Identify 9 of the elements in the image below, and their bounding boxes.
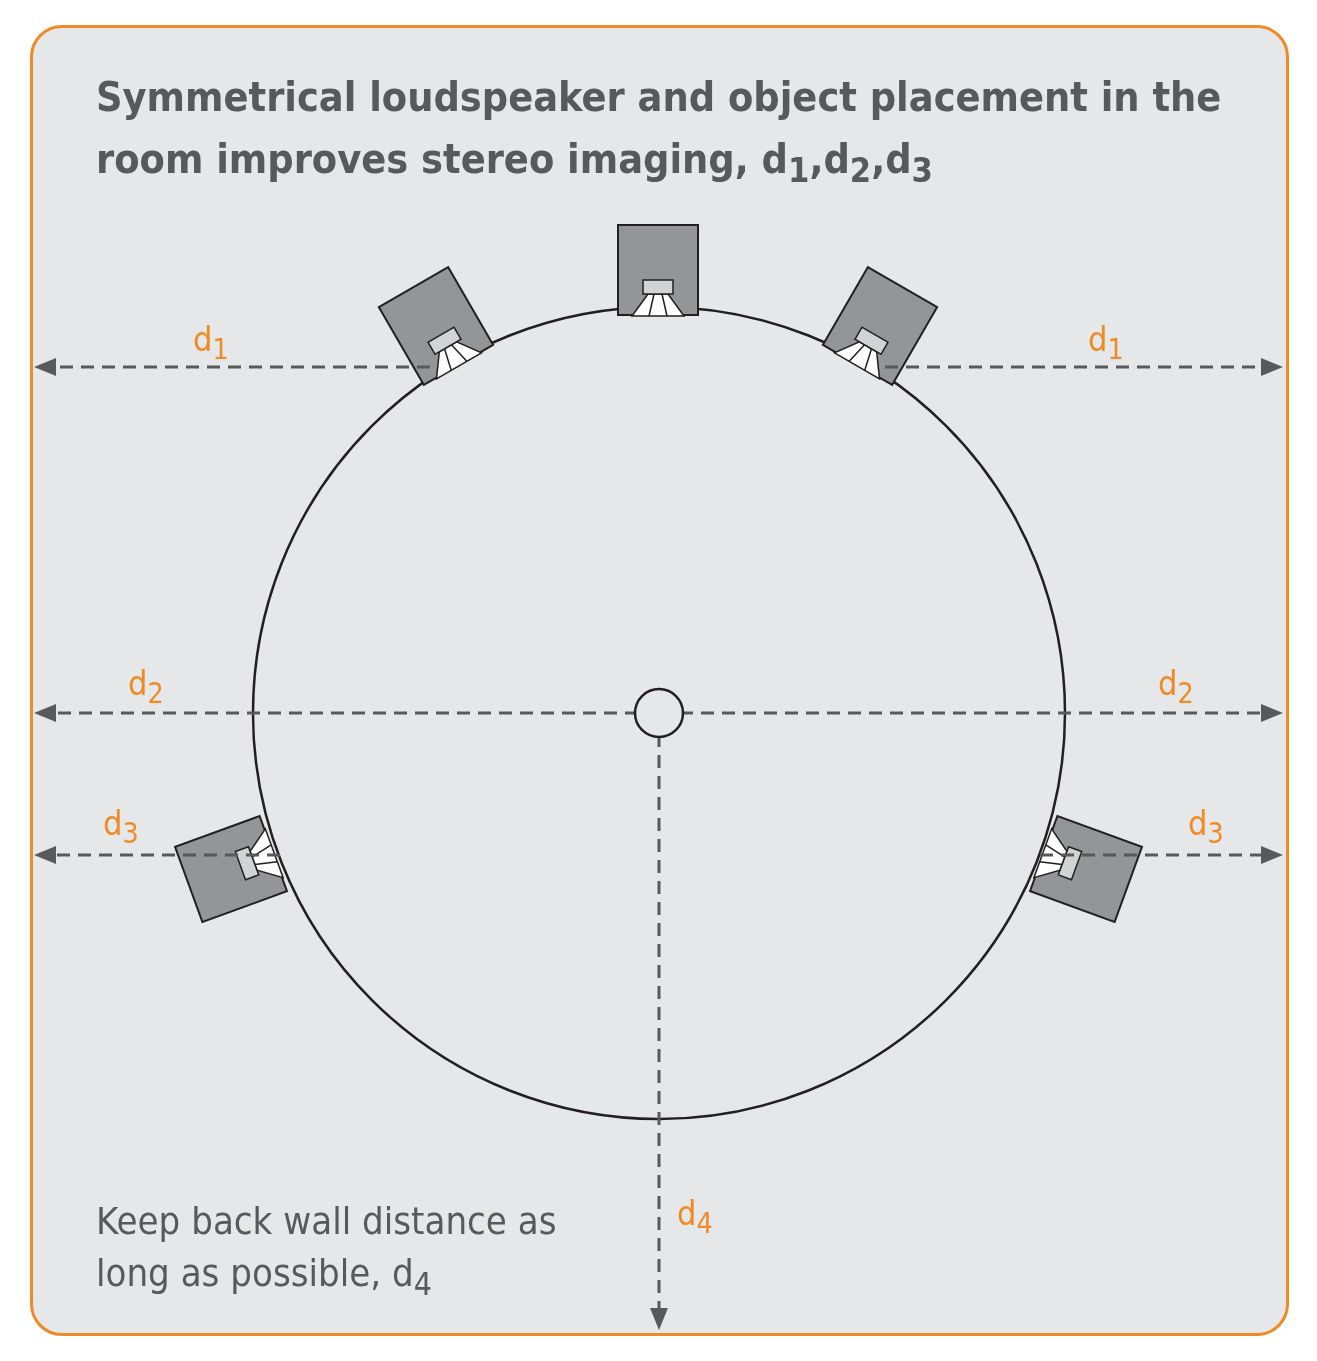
dimension-label: d$_{4}$ — [677, 1196, 713, 1239]
dimension-label: d$_{3}$ — [1188, 806, 1224, 849]
dimension-label: d$_{1}$ — [1088, 322, 1124, 365]
dimension-label: d$_{1}$ — [193, 322, 229, 365]
title: Symmetrical loudspeaker and object placement in the room improves stereo imaging, d$_{1}$,d$_{2}$,d$_{3}$ — [96, 72, 1223, 193]
dimension-label: d$_{2}$ — [1158, 666, 1194, 709]
dimension-label: d$_{3}$ — [103, 806, 139, 849]
note-text: Keep back wall distance as long as possible, d$_{4}$ — [96, 1198, 558, 1304]
dimension-label: d$_{2}$ — [128, 666, 164, 709]
